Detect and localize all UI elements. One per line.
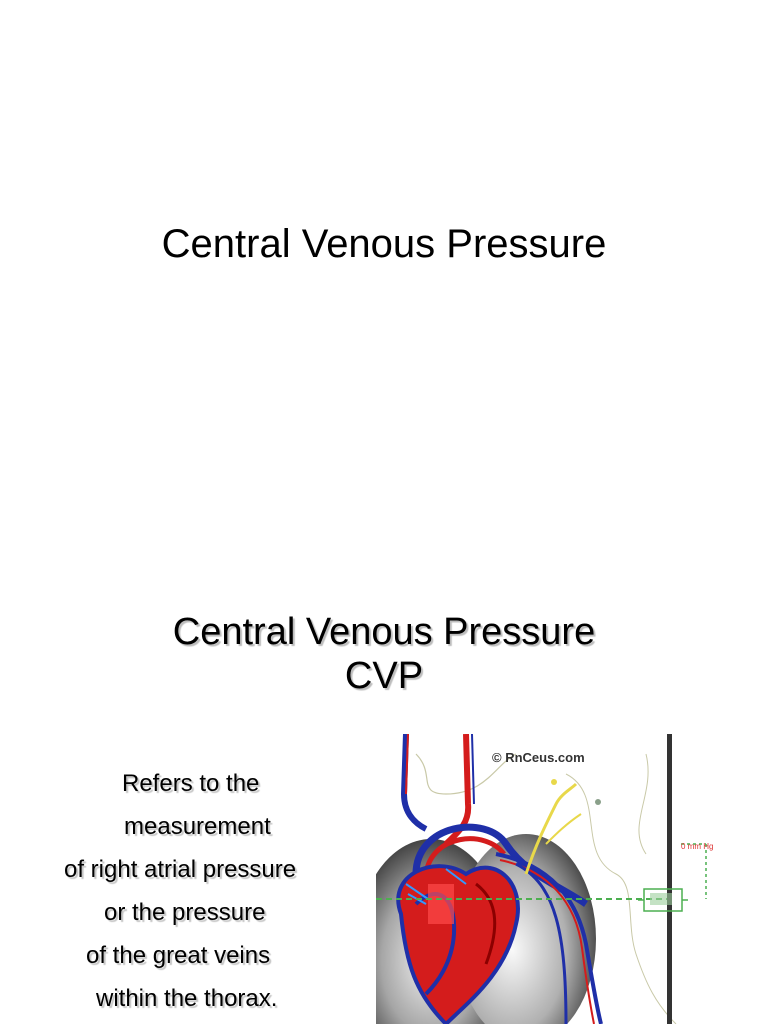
slide-2-body: Refers to the measurement of right atria… [50,762,370,1020]
slide-2-title-line-1: Central Venous Pressure [172,611,596,653]
slide-2: Central Venous Pressure CVP Refers to th… [0,512,768,1024]
slide-1-title: Central Venous Pressure [161,222,607,266]
body-line-3: of right atrial pressure [64,856,297,883]
manometer-pole [667,734,672,1024]
heart-cvp-illustration: © RnCeus.com 0 mm Hg [376,734,713,1024]
pressure-tag: 0 mm Hg [681,842,713,851]
body-line-4: or the pressure [104,899,266,926]
slide-2-title-line-2: CVP [344,655,424,697]
slide-1: Central Venous Pressure [161,222,607,266]
body-line-5: of the great veins [86,942,271,969]
body-line-1: Refers to the [122,770,260,797]
illustration-watermark: © RnCeus.com [492,750,585,765]
body-line-2: measurement [124,813,271,840]
body-line-6: within the thorax. [96,985,278,1012]
slide-2-title: Central Venous Pressure CVP [0,610,768,698]
